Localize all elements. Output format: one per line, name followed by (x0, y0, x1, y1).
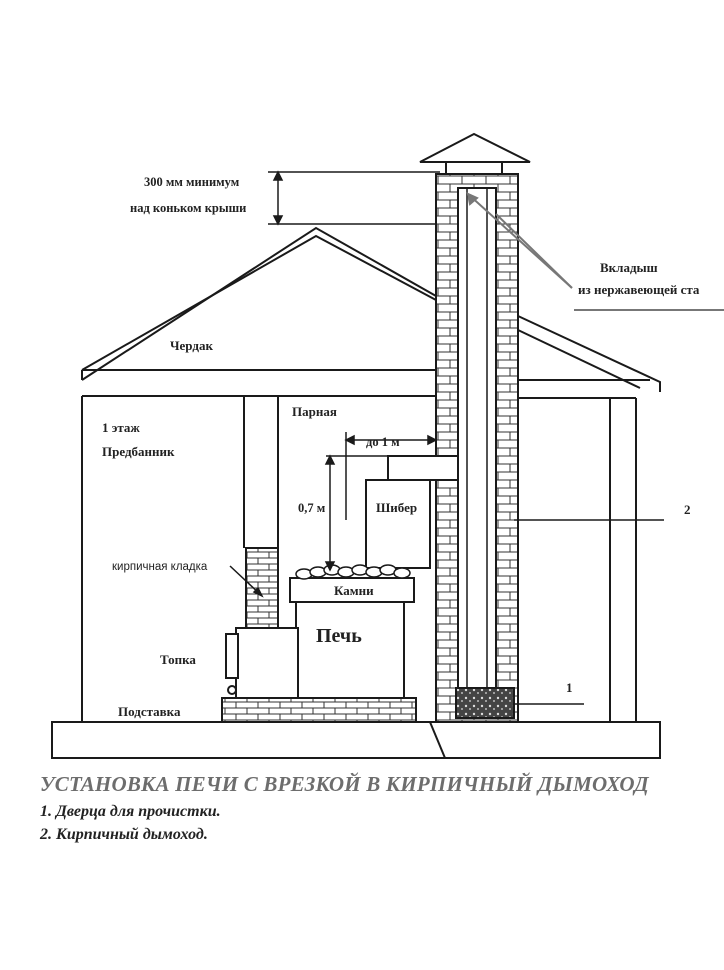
label-firebox: Топка (160, 652, 196, 667)
firebox-door (225, 633, 239, 679)
brick-masonry (245, 547, 279, 629)
height-dimension (324, 454, 390, 572)
stove-body (295, 601, 405, 699)
chimney-cap (419, 132, 531, 175)
label-liner-2: из нержавеющей ста (578, 282, 700, 297)
stones-tray (289, 577, 415, 603)
brick-chimney (435, 173, 519, 723)
flue-connector (387, 455, 459, 481)
cleanout-door (455, 687, 515, 719)
label-stones: Камни (334, 583, 374, 598)
label-roof-clearance-2: над коньком крыши (130, 201, 246, 215)
label-distance-1m: до 1 м (366, 435, 400, 449)
label-steam-room: Парная (292, 404, 337, 419)
label-stand: Подставка (118, 704, 181, 719)
firebox (235, 627, 299, 699)
roof-right-outline (517, 315, 661, 392)
brick-stand (221, 697, 417, 723)
label-floor-1: 1 этаж (102, 420, 140, 435)
foundation (51, 721, 661, 759)
roof-left-outline (81, 226, 437, 381)
label-stove: Печь (316, 625, 362, 647)
label-height-07m: 0,7 м (298, 501, 326, 515)
label-brickwork: кирпичная кладка (112, 561, 208, 573)
roof-clearance-dimension (268, 170, 440, 226)
distance-dimension (344, 432, 438, 520)
caption-item-2: 2. Кирпичный дымоход. (40, 826, 208, 843)
diagram-drawing: 300 мм минимум над коньком крыши Вкладыш… (51, 132, 724, 759)
label-damper: Шибер (376, 500, 417, 515)
caption-title: УСТАНОВКА ПЕЧИ С ВРЕЗКОЙ В КИРПИЧНЫЙ ДЫМ… (40, 772, 649, 796)
label-roof-clearance-1: 300 мм минимум (144, 175, 240, 189)
liner-leaders (466, 192, 724, 311)
roof-left-inner (81, 234, 437, 371)
stove (225, 577, 415, 699)
caption-item-1: 1. Дверца для прочистки. (40, 803, 221, 820)
callout-1-number: 1 (566, 680, 573, 695)
damper-pipe (365, 479, 431, 569)
callout-2-number: 2 (684, 502, 691, 517)
chimney-flue (457, 187, 497, 691)
label-attic: Чердак (170, 338, 213, 353)
label-floor-2: Предбанник (102, 444, 175, 459)
foundation-joint (429, 721, 446, 759)
label-liner-1: Вкладыш (600, 260, 658, 275)
stones-pile (295, 564, 411, 580)
